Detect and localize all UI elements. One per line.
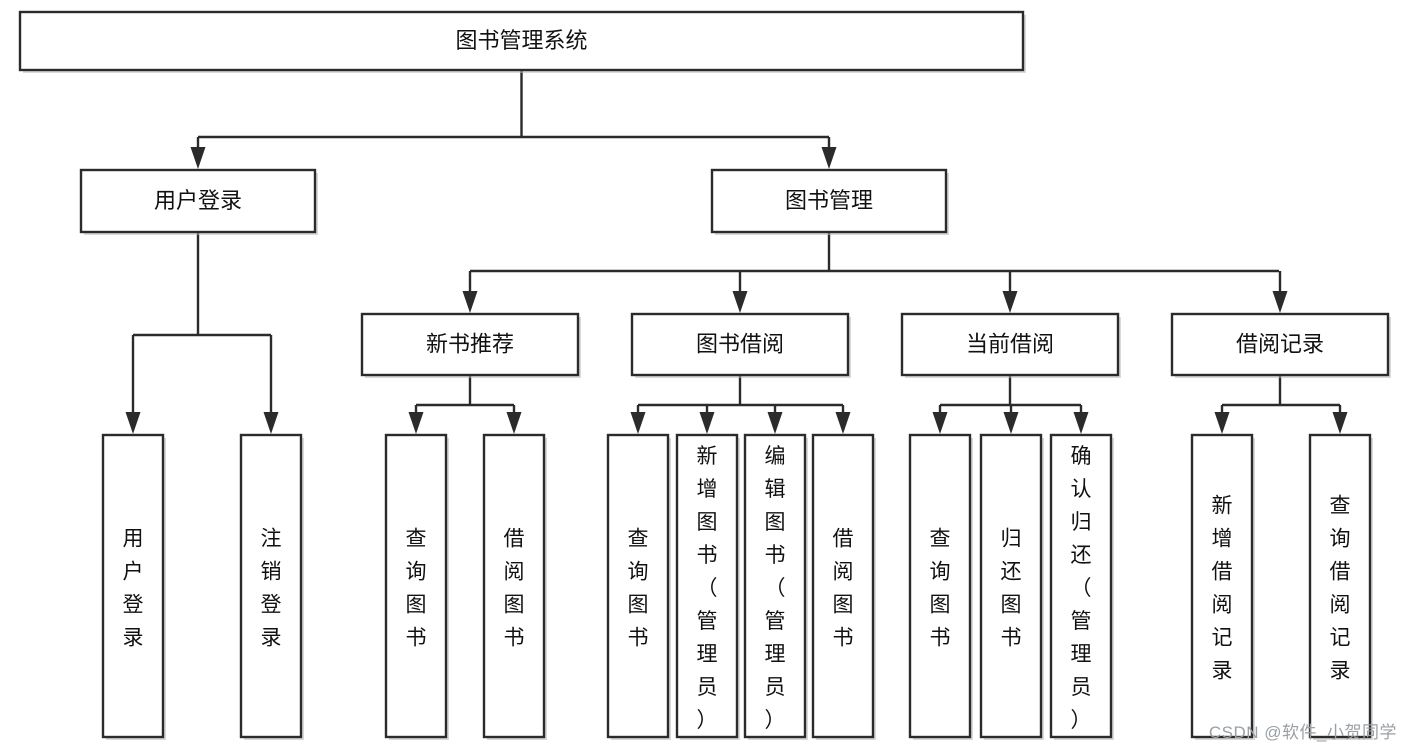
connector-group-borrow-record xyxy=(1214,375,1348,434)
node-label: 新增借阅记录 xyxy=(1212,495,1233,683)
node-box[interactable] xyxy=(811,433,875,739)
connector-layer xyxy=(125,70,1348,434)
node-box[interactable] xyxy=(1308,433,1372,739)
node-layer: 图书管理系统用户登录图书管理新书推荐图书借阅当前借阅借阅记录用户登录注销登录查询… xyxy=(18,10,1391,740)
node-box[interactable] xyxy=(79,168,317,234)
node-label: 借阅图书 xyxy=(833,528,854,650)
arrow-head-icon xyxy=(1332,412,1348,434)
arrow-head-icon xyxy=(835,412,851,434)
node-leaf-query-book-1[interactable]: 查询图书 xyxy=(384,433,449,740)
node-label: 借阅图书 xyxy=(504,528,525,650)
connector-group-current-borrow xyxy=(932,375,1089,434)
node-label: 图书管理系统 xyxy=(455,28,587,53)
arrow-head-icon xyxy=(125,412,141,434)
connector-group-new-book-rec xyxy=(408,375,522,434)
node-leaf-add-book[interactable]: 新增图书（管理员） xyxy=(675,433,740,740)
node-borrow-record[interactable]: 借阅记录 xyxy=(1170,312,1391,378)
node-label: 确认归还（管理员） xyxy=(1071,445,1092,732)
node-leaf-add-record[interactable]: 新增借阅记录 xyxy=(1190,433,1255,740)
node-label: 查询图书 xyxy=(930,528,951,650)
node-root[interactable]: 图书管理系统 xyxy=(18,10,1026,73)
connector-group-user-login xyxy=(125,232,279,434)
connector-group-book-manage xyxy=(462,232,1288,313)
node-label: 当前借阅 xyxy=(966,331,1054,356)
node-leaf-return-book[interactable]: 归还图书 xyxy=(979,433,1044,740)
arrow-head-icon xyxy=(699,412,715,434)
node-label: 新增图书（管理员） xyxy=(697,445,718,732)
arrow-head-icon xyxy=(1002,291,1018,313)
node-label: 新书推荐 xyxy=(426,331,514,356)
node-label: 图书借阅 xyxy=(696,331,784,356)
arrow-head-icon xyxy=(732,291,748,313)
node-leaf-query-book-3[interactable]: 查询图书 xyxy=(908,433,973,740)
arrow-head-icon xyxy=(408,412,424,434)
node-box[interactable] xyxy=(1170,312,1390,377)
node-label: 借阅记录 xyxy=(1236,331,1324,356)
node-label: 查询借阅记录 xyxy=(1330,495,1351,683)
node-leaf-borrow-book-2[interactable]: 借阅图书 xyxy=(811,433,876,740)
node-box[interactable] xyxy=(908,433,972,739)
node-box[interactable] xyxy=(743,433,807,739)
node-label: 查询图书 xyxy=(628,528,649,650)
node-box[interactable] xyxy=(1190,433,1254,739)
node-label: 用户登录 xyxy=(154,188,242,213)
node-box[interactable] xyxy=(606,433,670,739)
arrow-head-icon xyxy=(1003,412,1019,434)
node-box[interactable] xyxy=(384,433,448,739)
arrow-head-icon xyxy=(630,412,646,434)
node-box[interactable] xyxy=(239,433,303,739)
node-leaf-query-book-2[interactable]: 查询图书 xyxy=(606,433,671,740)
node-label: 用户登录 xyxy=(123,528,144,650)
node-box[interactable] xyxy=(710,168,948,234)
node-label: 查询图书 xyxy=(406,528,427,650)
node-box[interactable] xyxy=(101,433,165,739)
arrow-head-icon xyxy=(821,147,837,169)
node-label: 编辑图书（管理员） xyxy=(765,445,786,732)
arrow-head-icon xyxy=(767,412,783,434)
arrow-head-icon xyxy=(462,291,478,313)
node-leaf-borrow-book-1[interactable]: 借阅图书 xyxy=(482,433,547,740)
node-box[interactable] xyxy=(675,433,739,739)
node-box[interactable] xyxy=(630,312,850,377)
node-box[interactable] xyxy=(18,10,1025,72)
arrow-head-icon xyxy=(1073,412,1089,434)
node-leaf-confirm-return[interactable]: 确认归还（管理员） xyxy=(1049,433,1114,740)
arrow-head-icon xyxy=(263,412,279,434)
node-box[interactable] xyxy=(1049,433,1113,739)
node-leaf-edit-book[interactable]: 编辑图书（管理员） xyxy=(743,433,808,740)
node-leaf-user-login[interactable]: 用户登录 xyxy=(101,433,166,740)
node-box[interactable] xyxy=(482,433,546,739)
node-label: 图书管理 xyxy=(785,188,873,213)
connector-group-book-borrow xyxy=(630,375,851,434)
node-box[interactable] xyxy=(979,433,1043,739)
arrow-head-icon xyxy=(1272,291,1288,313)
node-new-book-rec[interactable]: 新书推荐 xyxy=(360,312,581,378)
node-leaf-query-record[interactable]: 查询借阅记录 xyxy=(1308,433,1373,740)
arrow-head-icon xyxy=(1214,412,1230,434)
node-user-login[interactable]: 用户登录 xyxy=(79,168,318,235)
node-current-borrow[interactable]: 当前借阅 xyxy=(900,312,1121,378)
arrow-head-icon xyxy=(932,412,948,434)
node-book-manage[interactable]: 图书管理 xyxy=(710,168,949,235)
connector-group-root xyxy=(190,70,837,169)
node-box[interactable] xyxy=(900,312,1120,377)
arrow-head-icon xyxy=(506,412,522,434)
node-box[interactable] xyxy=(360,312,580,377)
node-label: 注销登录 xyxy=(261,528,282,650)
node-book-borrow[interactable]: 图书借阅 xyxy=(630,312,851,378)
arrow-head-icon xyxy=(190,147,206,169)
node-leaf-logout[interactable]: 注销登录 xyxy=(239,433,304,740)
node-label: 归还图书 xyxy=(1001,528,1022,650)
